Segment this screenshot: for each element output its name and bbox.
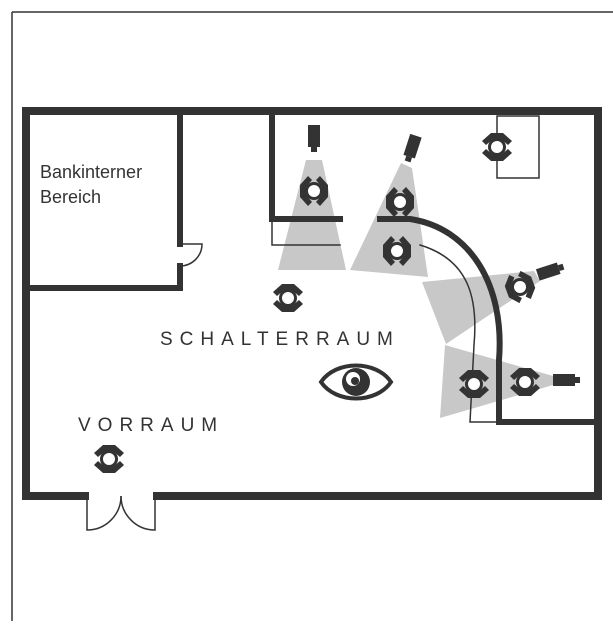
camera-icon xyxy=(401,133,422,164)
person-icon xyxy=(480,131,514,163)
internal-area-label-line2: Bereich xyxy=(40,187,101,207)
walls xyxy=(22,107,602,500)
door-icon xyxy=(86,243,203,531)
counter-curved-wall xyxy=(377,216,601,425)
person-icon xyxy=(271,282,305,314)
outer-wall xyxy=(22,107,602,500)
person-icon xyxy=(92,443,126,475)
camera-icon xyxy=(535,260,566,281)
view-cone-1 xyxy=(278,160,346,270)
camera-icon xyxy=(308,125,320,152)
eye-icon xyxy=(318,363,394,401)
vestibule-label: VORRAUM xyxy=(78,415,224,436)
camera-icon xyxy=(553,374,580,386)
internal-room-wall xyxy=(23,263,183,291)
figure-frame xyxy=(11,11,613,621)
counter-hall-label: SCHALTERRAUM xyxy=(160,329,400,350)
internal-area-label-line1: Bankinterner xyxy=(40,162,142,182)
counter-desk xyxy=(271,218,500,423)
